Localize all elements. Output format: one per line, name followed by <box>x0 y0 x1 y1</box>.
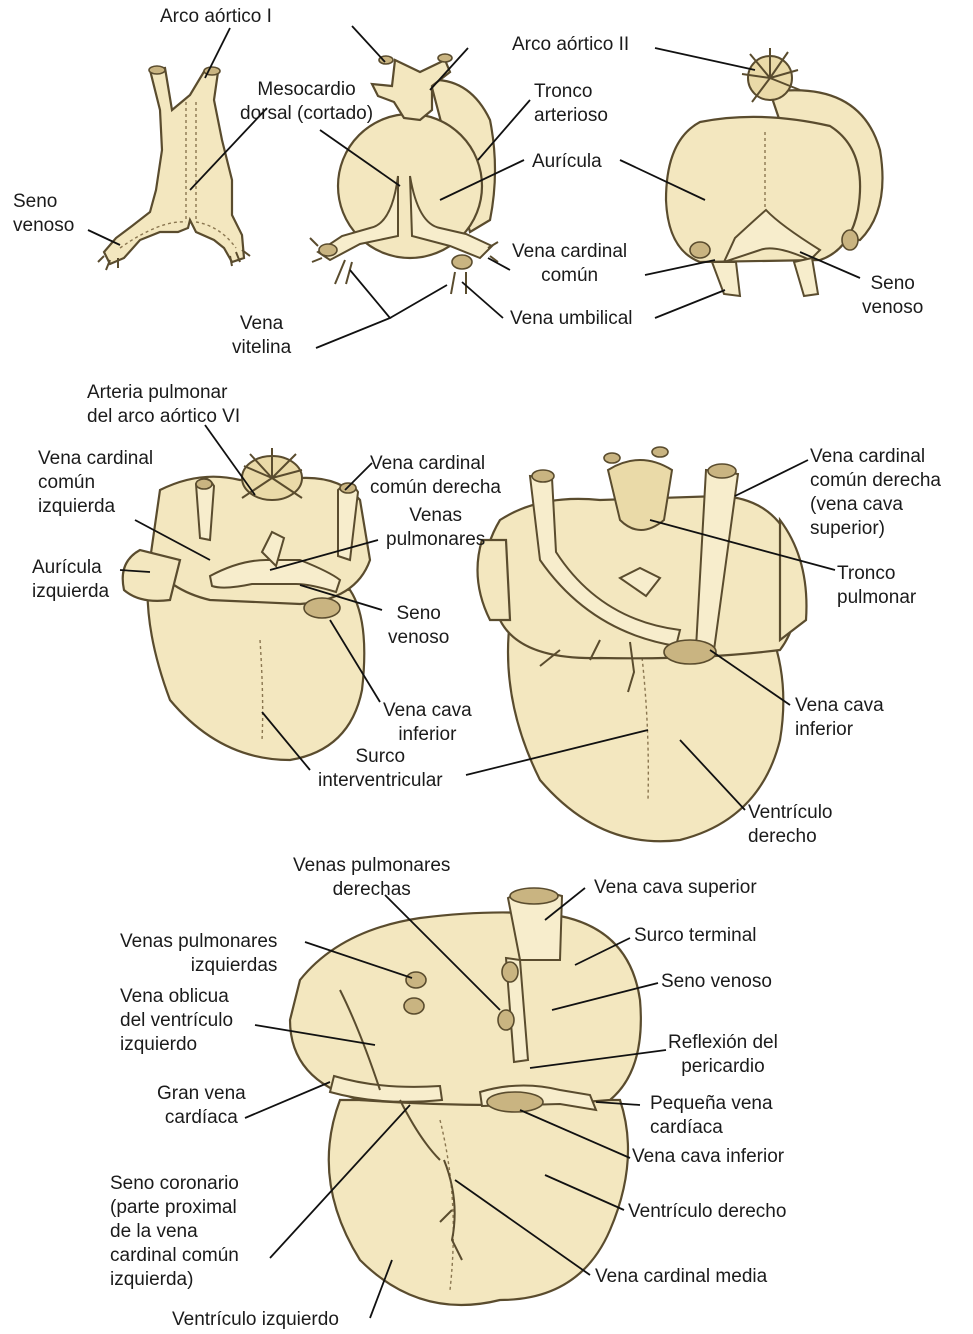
label-seno-venoso-top-left: Seno venoso <box>13 190 74 238</box>
label-auricula: Aurícula <box>532 150 602 174</box>
label-arteria-pulmonar: Arteria pulmonar del arco aórtico VI <box>87 381 240 429</box>
label-vena-cava-inferior-middle-right: Vena cava inferior <box>795 694 884 742</box>
middle-right-heart <box>478 447 807 841</box>
label-surco-terminal: Surco terminal <box>634 924 757 948</box>
label-auricula-izquierda: Aurícula izquierda <box>32 556 109 604</box>
label-seno-venoso-bottom: Seno venoso <box>661 970 772 994</box>
label-vena-vitelina: Vena vitelina <box>232 312 291 360</box>
label-seno-coronario: Seno coronario (parte proximal de la ven… <box>110 1172 239 1292</box>
label-arco-aortico-1: Arco aórtico I <box>160 5 272 29</box>
label-vena-cardinal-comun-izquierda: Vena cardinal común izquierda <box>38 447 153 519</box>
label-venas-pulmonares-izquierdas: Venas pulmonares izquierdas <box>120 930 277 978</box>
label-ventriculo-derecho-bottom: Ventrículo derecho <box>628 1200 786 1224</box>
label-arco-aortico-2: Arco aórtico II <box>512 33 629 57</box>
label-surco-interventricular: Surco interventricular <box>318 745 443 793</box>
label-tronco-pulmonar: Tronco pulmonar <box>837 562 916 610</box>
stage-3-heart <box>666 48 883 296</box>
label-gran-vena-cardiaca: Gran vena cardíaca <box>157 1082 246 1130</box>
label-tronco-arterioso: Tronco arterioso <box>534 80 608 128</box>
label-vena-oblicua: Vena oblicua del ventrículo izquierdo <box>120 985 233 1057</box>
label-ventriculo-derecho-middle: Ventrículo derecho <box>748 801 833 849</box>
label-seno-venoso-middle: Seno venoso <box>388 602 449 650</box>
label-ventriculo-izquierdo: Ventrículo izquierdo <box>172 1308 339 1332</box>
label-vena-cava-inferior-bottom: Vena cava inferior <box>632 1145 784 1169</box>
stage-1-heart-tube <box>98 66 250 270</box>
label-vena-cardinal-comun-derecha: Vena cardinal común derecha <box>370 452 501 500</box>
label-vena-cava-superior-middle: Vena cardinal común derecha (vena cava s… <box>810 445 941 541</box>
label-seno-venoso-top-right: Seno venoso <box>862 272 923 320</box>
label-vena-cardinal-media: Vena cardinal media <box>595 1265 767 1289</box>
label-reflexion-pericardio: Reflexión del pericardio <box>668 1031 778 1079</box>
label-vena-umbilical: Vena umbilical <box>510 307 633 331</box>
label-vena-cardinal-comun: Vena cardinal común <box>512 240 627 288</box>
middle-left-heart <box>123 448 370 760</box>
bottom-heart <box>290 888 641 1305</box>
label-vena-cava-inferior-middle-left: Vena cava inferior <box>383 699 472 747</box>
label-venas-pulmonares: Venas pulmonares <box>386 504 485 552</box>
label-vena-cava-superior: Vena cava superior <box>594 876 757 900</box>
label-mesocardio-dorsal: Mesocardio dorsal (cortado) <box>240 78 373 126</box>
label-pequena-vena-cardiaca: Pequeña vena cardíaca <box>650 1092 773 1140</box>
label-venas-pulmonares-derechas: Venas pulmonares derechas <box>293 854 450 902</box>
